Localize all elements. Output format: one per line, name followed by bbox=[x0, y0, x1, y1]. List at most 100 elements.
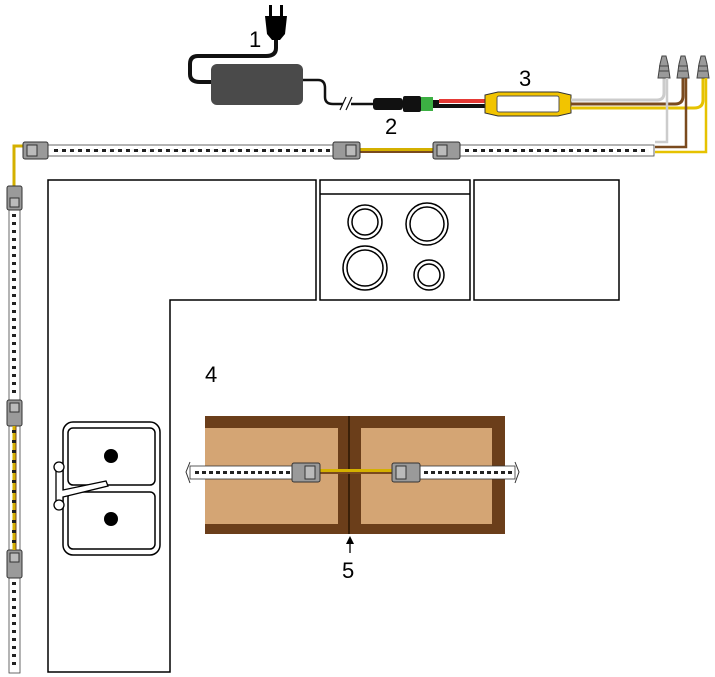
feed-cable-top bbox=[12, 144, 25, 186]
led-chip bbox=[12, 342, 16, 345]
output-wires bbox=[571, 78, 705, 110]
led-chip bbox=[150, 149, 154, 152]
led-chip bbox=[244, 471, 248, 474]
led-chip bbox=[508, 471, 512, 474]
led-chip bbox=[12, 374, 16, 377]
label-5: 5 bbox=[342, 558, 354, 583]
feed-cable-left bbox=[12, 426, 17, 550]
led-chip bbox=[12, 440, 16, 443]
led-chip bbox=[466, 471, 470, 474]
led-chip bbox=[12, 366, 16, 369]
led-chip bbox=[12, 520, 16, 523]
led-chip bbox=[473, 149, 477, 152]
led-chip bbox=[585, 149, 589, 152]
power-plug-icon bbox=[265, 5, 287, 40]
led-chip bbox=[214, 149, 218, 152]
led-chip bbox=[278, 149, 282, 152]
led-chip bbox=[633, 149, 637, 152]
led-chip bbox=[12, 614, 16, 617]
led-chip bbox=[601, 149, 605, 152]
led-chip bbox=[270, 149, 274, 152]
led-chip bbox=[480, 471, 484, 474]
strip-connectors-top bbox=[22, 141, 461, 160]
led-chip bbox=[487, 471, 491, 474]
sink-drain-bottom bbox=[104, 512, 118, 526]
led-chip bbox=[12, 630, 16, 633]
led-chip bbox=[12, 470, 16, 473]
led-chip bbox=[12, 358, 16, 361]
label-2: 2 bbox=[385, 114, 397, 139]
led-chip bbox=[545, 149, 549, 152]
label-1: 1 bbox=[249, 27, 261, 52]
led-chip bbox=[118, 149, 122, 152]
wire-nut-connectors bbox=[657, 55, 710, 79]
dc-barrel-connector bbox=[373, 96, 439, 112]
led-chip bbox=[12, 662, 16, 665]
led-chip bbox=[12, 480, 16, 483]
led-chip bbox=[12, 294, 16, 297]
led-chip bbox=[12, 270, 16, 273]
power-adapter bbox=[211, 64, 303, 105]
led-chip bbox=[529, 149, 533, 152]
led-chip bbox=[86, 149, 90, 152]
led-chip bbox=[238, 149, 242, 152]
dc-cable bbox=[303, 78, 373, 106]
led-chip bbox=[94, 149, 98, 152]
led-chip bbox=[166, 149, 170, 152]
led-chip bbox=[102, 149, 106, 152]
cable-break-mark bbox=[339, 96, 353, 111]
led-chip bbox=[569, 149, 573, 152]
led-chip bbox=[431, 471, 435, 474]
led-chip bbox=[230, 149, 234, 152]
led-chip bbox=[424, 471, 428, 474]
led-chip bbox=[12, 318, 16, 321]
led-chip bbox=[465, 149, 469, 152]
led-chip bbox=[497, 149, 501, 152]
led-chip bbox=[174, 149, 178, 152]
led-chip bbox=[279, 471, 283, 474]
led-chip bbox=[12, 450, 16, 453]
led-chip bbox=[12, 326, 16, 329]
led-chip bbox=[246, 149, 250, 152]
led-chip bbox=[12, 460, 16, 463]
led-chip bbox=[521, 149, 525, 152]
led-chip bbox=[513, 149, 517, 152]
led-chip bbox=[12, 222, 16, 225]
seam-arrow bbox=[346, 536, 354, 553]
led-chip bbox=[286, 149, 290, 152]
detail-connectors bbox=[291, 462, 421, 483]
led-chip bbox=[251, 471, 255, 474]
led-chip bbox=[12, 582, 16, 585]
led-chips bbox=[12, 149, 645, 665]
led-chip bbox=[206, 149, 210, 152]
kitchen-counter-outline bbox=[47, 179, 620, 673]
led-chip bbox=[62, 149, 66, 152]
led-chip bbox=[12, 262, 16, 265]
strip-connectors-left bbox=[6, 185, 23, 579]
led-chip bbox=[561, 149, 565, 152]
led-chip bbox=[190, 149, 194, 152]
led-chip bbox=[237, 471, 241, 474]
led-chip bbox=[12, 598, 16, 601]
led-chip bbox=[12, 286, 16, 289]
led-chip bbox=[198, 149, 202, 152]
led-chip bbox=[12, 530, 16, 533]
led-chip bbox=[12, 350, 16, 353]
led-chip bbox=[12, 246, 16, 249]
led-chip bbox=[202, 471, 206, 474]
led-chip bbox=[318, 149, 322, 152]
led-chip bbox=[110, 149, 114, 152]
led-chip bbox=[12, 510, 16, 513]
led-chip bbox=[505, 149, 509, 152]
led-chip bbox=[134, 149, 138, 152]
led-chip bbox=[223, 471, 227, 474]
led-chip bbox=[209, 471, 213, 474]
led-chip bbox=[625, 149, 629, 152]
led-chip bbox=[12, 500, 16, 503]
led-chip bbox=[501, 471, 505, 474]
led-chip bbox=[78, 149, 82, 152]
led-chip bbox=[12, 490, 16, 493]
led-chip bbox=[12, 638, 16, 641]
led-chip bbox=[445, 471, 449, 474]
led-chip bbox=[12, 646, 16, 649]
